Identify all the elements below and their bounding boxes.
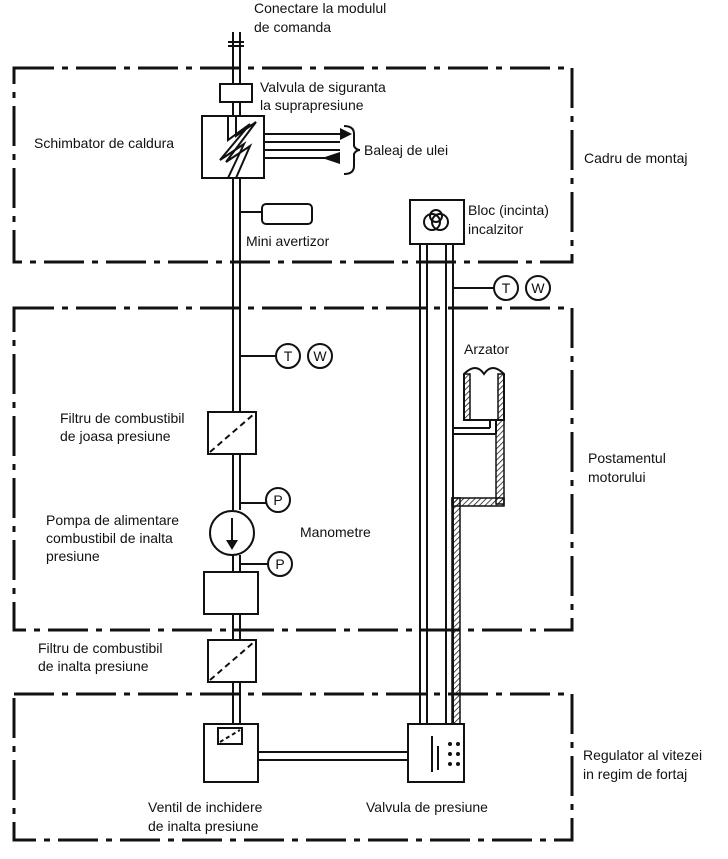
heat-exchanger-label: Schimbator de caldura bbox=[34, 135, 174, 151]
mini-alarm-label: Mini avertizor bbox=[246, 233, 330, 249]
pressure-gauge-bottom: P bbox=[267, 551, 293, 577]
shutoff-valve-label-2: de inalta presiune bbox=[148, 818, 259, 834]
heater-block-label-2: incalzitor bbox=[468, 221, 524, 237]
w-gauge-main: W bbox=[307, 343, 333, 369]
p-label-bottom: P bbox=[275, 556, 284, 572]
pressure-valve-label: Valvula de presiune bbox=[366, 799, 488, 815]
pump-label-3: presiune bbox=[46, 548, 100, 564]
low-pressure-filter bbox=[207, 411, 257, 455]
shutoff-valve bbox=[203, 723, 259, 783]
w-label-main: W bbox=[313, 348, 327, 364]
heater-block bbox=[409, 199, 465, 245]
burner-label: Arzator bbox=[464, 341, 509, 357]
safety-valve-label-2: la suprapresiune bbox=[260, 97, 364, 113]
speed-regulator-outline bbox=[12, 692, 574, 842]
pump-label-1: Pompa de alimentare bbox=[46, 512, 179, 528]
high-pressure-filter bbox=[207, 639, 257, 683]
low-pressure-filter-label-1: Filtru de combustibil bbox=[60, 410, 185, 426]
temperature-gauge-main: T bbox=[275, 343, 301, 369]
heat-exchanger bbox=[201, 115, 265, 179]
w-label-heater: W bbox=[531, 280, 545, 296]
high-pressure-pump bbox=[209, 510, 255, 556]
mounting-frame-outline bbox=[12, 66, 574, 264]
engine-base-outline bbox=[12, 306, 574, 632]
w-gauge-heater: W bbox=[525, 275, 551, 301]
pump-label-2: combustibil de inalta bbox=[46, 530, 173, 546]
pressure-valve bbox=[407, 723, 465, 783]
gauges-label: Manometre bbox=[300, 524, 371, 540]
oil-bypass-label: Baleaj de ulei bbox=[364, 142, 448, 158]
t-label-heater: T bbox=[502, 280, 511, 296]
shutoff-valve-label-1: Ventil de inchidere bbox=[148, 799, 263, 815]
mounting-frame-label: Cadru de montaj bbox=[584, 150, 688, 166]
hatched-fuel-pipe bbox=[451, 419, 505, 725]
regulator-box bbox=[203, 571, 259, 615]
low-pressure-filter-label-2: de joasa presiune bbox=[60, 428, 171, 444]
connector-symbol bbox=[228, 32, 244, 84]
pressure-gauge-top: P bbox=[265, 487, 291, 513]
engine-base-label-1: Postamentul bbox=[588, 450, 666, 466]
speed-regulator-label-2: in regim de fortaj bbox=[583, 766, 687, 782]
p-label-top: P bbox=[273, 492, 282, 508]
high-pressure-filter-label-1: Filtru de combustibil bbox=[38, 640, 163, 656]
connection-label-1: Conectare la modulul bbox=[254, 0, 386, 16]
safety-valve-label-1: Valvula de siguranta bbox=[260, 79, 386, 95]
connection-label-2: de comanda bbox=[254, 19, 331, 35]
speed-regulator-label-1: Regulator al vitezei bbox=[583, 747, 702, 763]
oil-bypass-arrows bbox=[264, 125, 361, 175]
mini-alarm bbox=[240, 203, 313, 225]
safety-valve bbox=[219, 83, 253, 103]
temperature-gauge-heater: T bbox=[493, 275, 519, 301]
t-label-main: T bbox=[284, 348, 293, 364]
heater-block-label-1: Bloc (incinta) bbox=[468, 202, 549, 218]
high-pressure-filter-label-2: de inalta presiune bbox=[38, 658, 149, 674]
engine-base-label-2: motorului bbox=[588, 469, 646, 485]
